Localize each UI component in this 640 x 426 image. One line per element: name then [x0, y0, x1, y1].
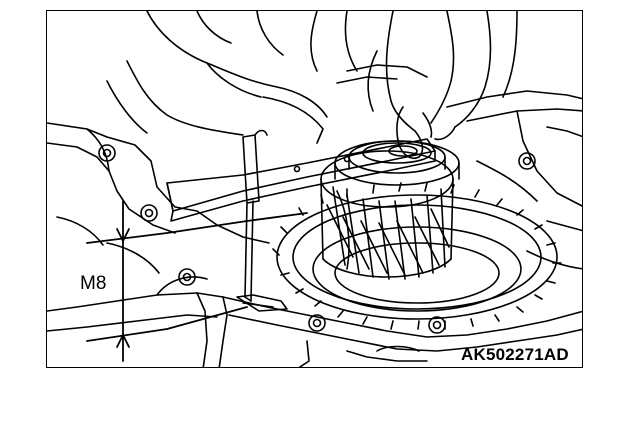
bearing-collar [334, 140, 460, 186]
right-housing [336, 64, 582, 270]
measurement-lines [86, 200, 308, 362]
transmission-illustration [47, 11, 582, 367]
hands [106, 11, 518, 160]
straight-edge [166, 138, 436, 222]
flange-bolt-holes [98, 144, 536, 334]
depth-gauge [242, 129, 268, 302]
figure-frame: M8 AK502271AD [46, 10, 583, 368]
lower-flange [222, 294, 582, 367]
dimension-label-m8: M8 [80, 273, 107, 294]
figure-code: AK502271AD [461, 345, 569, 364]
helical-gear [320, 150, 454, 280]
